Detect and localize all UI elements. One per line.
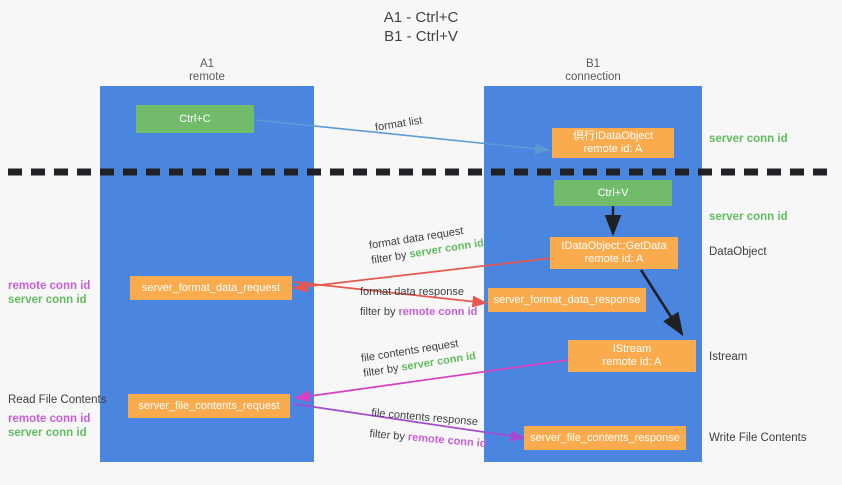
title-line-1: A1 - Ctrl+C — [383, 9, 459, 26]
node-idataobject-getdata-line-1: IDataObject::GetData — [561, 240, 667, 252]
left-label-remote-conn-id-mid: remote conn id — [8, 280, 91, 292]
node-istream[interactable]: IStream remote id: A — [568, 340, 696, 372]
node-idataobject-line-1: 倶行IDataObject — [572, 130, 654, 142]
right-label-write-file-contents: Write File Contents — [709, 432, 807, 444]
left-label-read-file-contents: Read File Contents — [8, 394, 107, 406]
node-idataobject-getdata-line-2: remote id: A — [584, 253, 644, 265]
title-line-2: B1 - Ctrl+V — [384, 28, 458, 45]
node-server-format-data-response[interactable]: server_format_data_response — [488, 288, 646, 312]
filter-prefix: filter by — [369, 427, 409, 444]
right-label-dataobject: DataObject — [709, 246, 767, 258]
page-title: A1 - Ctrl+C B1 - Ctrl+V — [0, 8, 842, 46]
node-server-format-data-request[interactable]: server_format_data_request — [130, 276, 292, 300]
column-b1-role: connection — [565, 71, 621, 83]
node-server-format-data-response-label: server_format_data_response — [493, 293, 641, 306]
arrow-format-data-request — [292, 257, 553, 293]
right-label-istream: Istream — [709, 351, 748, 363]
edge-label-format-data-response: format data response filter by remote co… — [360, 285, 477, 320]
column-b1-name: B1 — [585, 58, 601, 70]
arrow-file-contents-request — [294, 359, 569, 403]
node-server-file-contents-response[interactable]: server_file_contents_response — [524, 426, 686, 450]
left-label-server-conn-id-mid: server conn id — [8, 294, 87, 306]
filter-value-remote-conn-id: remote conn id — [398, 306, 478, 318]
arrow-format-data-response — [293, 281, 488, 308]
edge-format-data-response-filter: filter by remote conn id — [360, 305, 477, 320]
arrow-getdata-to-istream — [639, 269, 684, 337]
node-idataobject-getdata[interactable]: IDataObject::GetData remote id: A — [550, 237, 678, 269]
column-a1-name: A1 — [199, 58, 215, 70]
arrow-file-contents-response — [293, 403, 526, 442]
column-a1-role: remote — [189, 71, 225, 83]
left-label-remote-conn-id-bottom: remote conn id — [8, 413, 91, 425]
node-ctrl-v[interactable]: Ctrl+V — [554, 180, 672, 206]
edge-format-data-response-text: format data response — [360, 286, 464, 298]
node-ctrl-c[interactable]: Ctrl+C — [136, 105, 254, 133]
left-label-conn-ids-bottom: remote conn id server conn id — [8, 412, 90, 440]
right-label-server-conn-id-top: server conn id — [709, 133, 788, 145]
node-server-file-contents-request[interactable]: server_file_contents_request — [128, 394, 290, 418]
node-server-format-data-request-label: server_format_data_request — [141, 281, 281, 294]
node-ctrl-v-label: Ctrl+V — [597, 186, 629, 199]
node-idataobject-line-2: remote id: A — [583, 143, 643, 155]
column-header-a1: A1 remote — [100, 58, 314, 84]
right-label-server-conn-id-mid: server conn id — [709, 211, 788, 223]
left-label-server-conn-id-bottom: server conn id — [8, 427, 87, 439]
node-istream-line-1: IStream — [612, 343, 652, 355]
node-idataobject[interactable]: 倶行IDataObject remote id: A — [552, 128, 674, 158]
arrow-format-list — [255, 119, 550, 155]
filter-prefix: filter by — [360, 306, 399, 318]
node-ctrl-c-label: Ctrl+C — [179, 112, 211, 125]
node-server-file-contents-response-label: server_file_contents_response — [530, 431, 680, 444]
column-header-b1: B1 connection — [484, 58, 702, 84]
node-istream-line-2: remote id: A — [602, 356, 662, 368]
node-server-file-contents-request-label: server_file_contents_request — [138, 399, 280, 412]
left-label-conn-ids-mid: remote conn id server conn id — [8, 279, 90, 307]
